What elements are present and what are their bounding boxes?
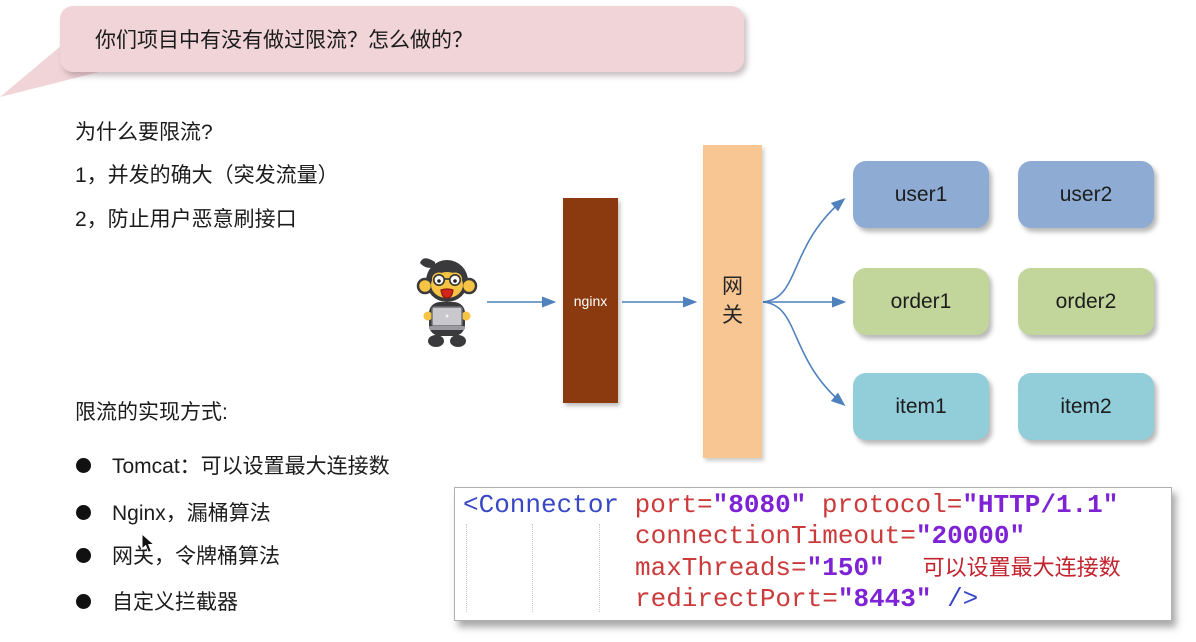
service-node-order2: order2 (1018, 268, 1154, 335)
methods-title: 限流的实现方式: (75, 401, 228, 424)
service-node-item2: item2 (1018, 373, 1154, 440)
method-item-label: 自定义拦截器 (112, 591, 238, 614)
question-bubble: 你们项目中有没有做过限流？怎么做的？ (60, 6, 744, 72)
question-text: 你们项目中有没有做过限流？怎么做的？ (95, 29, 473, 52)
code-value: "8080" (712, 490, 807, 520)
service-label: order2 (1055, 289, 1117, 313)
service-node-item1: item1 (853, 373, 989, 440)
code-line-3: maxThreads="150" 可以设置最大连接数 (463, 552, 1171, 584)
code-value: "150" (806, 553, 885, 583)
code-attr: protocol= (821, 490, 963, 520)
service-node-user2: user2 (1018, 161, 1154, 228)
code-line-1: <Connector port="8080" protocol="HTTP/1.… (463, 490, 1171, 521)
code-tag: <Connector (463, 490, 620, 520)
code-attr: redirectPort= (635, 584, 838, 614)
bullet-icon (76, 547, 91, 563)
nginx-node: nginx (563, 198, 618, 403)
code-block: <Connector port="8080" protocol="HTTP/1.… (454, 487, 1172, 621)
code-line-4: redirectPort="8443" /> (463, 584, 1171, 615)
client-monkey-icon (416, 258, 478, 347)
why-point-2: 2，防止用户恶意刷接口 (75, 208, 297, 231)
indent-guide (466, 524, 467, 612)
service-node-order1: order1 (853, 268, 989, 335)
gateway-node: 网关 (703, 145, 762, 458)
mouse-cursor-icon (141, 533, 156, 554)
indent-guide (532, 524, 533, 612)
code-line-2: connectionTimeout="20000" (463, 521, 1171, 552)
nginx-label: nginx (573, 292, 608, 309)
service-label: user2 (1059, 182, 1113, 206)
method-item-label: Tomcat：可以设置最大连接数 (112, 455, 390, 478)
code-attr: connectionTimeout= (635, 521, 916, 551)
method-item-label: Nginx，漏桶算法 (112, 502, 271, 525)
method-item-nginx: Nginx，漏桶算法 (76, 497, 271, 527)
bullet-icon (76, 593, 91, 609)
gateway-label: 网关 (722, 275, 743, 327)
arrow-gateway-to-user1 (762, 197, 846, 303)
method-item-tomcat: Tomcat：可以设置最大连接数 (76, 450, 390, 480)
code-value: "8443" (837, 584, 932, 614)
code-attr: maxThreads= (635, 553, 807, 583)
code-value: "HTTP/1.1" (962, 490, 1119, 520)
why-point-1: 1，并发的确大（突发流量） (75, 164, 339, 187)
service-node-user1: user1 (853, 161, 989, 228)
bullet-icon (76, 457, 91, 473)
service-label: order1 (890, 289, 952, 313)
bullet-icon (76, 504, 91, 520)
code-attr: port= (634, 490, 713, 520)
indent-guide (599, 524, 600, 612)
service-label: item2 (1060, 394, 1112, 418)
code-tag-close: /> (947, 584, 979, 614)
method-item-gateway: 网关，令牌桶算法 (76, 540, 280, 570)
code-annotation: 可以设置最大连接数 (922, 555, 1121, 580)
method-item-interceptor: 自定义拦截器 (76, 586, 238, 616)
why-title: 为什么要限流? (75, 121, 213, 144)
arrow-gateway-to-item1 (762, 301, 846, 407)
code-value: "20000" (915, 521, 1026, 551)
service-label: item1 (895, 394, 947, 418)
service-label: user1 (894, 182, 948, 206)
method-item-label: 网关，令牌桶算法 (112, 545, 280, 568)
